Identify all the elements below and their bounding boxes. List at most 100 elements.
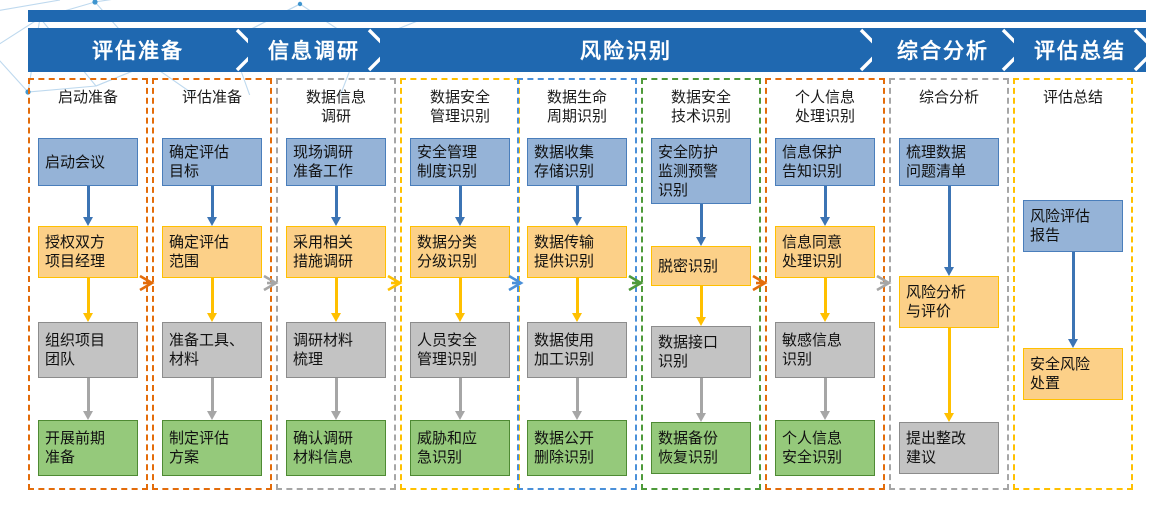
node-label: 风险分析 与评价 xyxy=(906,284,967,320)
process-node[interactable]: 信息保护 告知识别 xyxy=(775,138,875,186)
flow-connector-arrow xyxy=(696,204,706,246)
column-title: 数据生命 周期识别 xyxy=(546,89,607,125)
node-label: 授权双方 项目经理 xyxy=(45,234,106,270)
node-label: 威胁和应 急识别 xyxy=(417,430,478,466)
flow-connector-arrow xyxy=(83,278,93,322)
flow-connector-arrow xyxy=(944,328,954,422)
node-label: 确定评估 目标 xyxy=(169,144,230,180)
flow-connector-arrow xyxy=(572,186,582,226)
process-node[interactable]: 采用相关 措施调研 xyxy=(286,226,386,278)
node-label: 安全防护 监测预警 识别 xyxy=(658,143,719,199)
flow-connector-arrow xyxy=(696,378,706,422)
flow-connector-arrow xyxy=(83,378,93,420)
flow-connector-arrow xyxy=(572,278,582,322)
flow-connector-arrow xyxy=(820,186,830,226)
phase-label: 评估准备 xyxy=(92,40,184,63)
node-label: 确认调研 材料信息 xyxy=(293,430,354,466)
phase-label: 综合分析 xyxy=(897,40,989,63)
node-label: 调研材料 梳理 xyxy=(293,332,354,368)
process-node[interactable]: 脱密识别 xyxy=(651,246,751,286)
node-label: 确定评估 范围 xyxy=(169,234,230,270)
node-label: 安全管理 制度识别 xyxy=(417,144,478,180)
node-label: 采用相关 措施调研 xyxy=(293,234,354,270)
process-node[interactable]: 组织项目 团队 xyxy=(38,322,138,378)
process-node[interactable]: 梳理数据 问题清单 xyxy=(899,138,999,186)
process-node[interactable]: 威胁和应 急识别 xyxy=(410,420,510,476)
flow-connector-arrow xyxy=(207,378,217,420)
node-label: 人员安全 管理识别 xyxy=(417,332,478,368)
node-label: 数据传输 提供识别 xyxy=(534,234,595,270)
process-node[interactable]: 确定评估 范围 xyxy=(162,226,262,278)
column-title: 评估准备 xyxy=(181,89,242,106)
phase-segment-4[interactable]: 综合分析 xyxy=(872,28,1014,72)
process-node[interactable]: 人员安全 管理识别 xyxy=(410,322,510,378)
phase-label: 风险识别 xyxy=(580,40,672,63)
flow-connector-arrow xyxy=(207,186,217,226)
process-node[interactable]: 数据使用 加工识别 xyxy=(527,322,627,378)
process-node[interactable]: 准备工具、 材料 xyxy=(162,322,262,378)
process-node[interactable]: 敏感信息 识别 xyxy=(775,322,875,378)
process-node[interactable]: 风险评估 报告 xyxy=(1023,200,1123,252)
flow-connector-arrow xyxy=(455,186,465,226)
process-node[interactable]: 授权双方 项目经理 xyxy=(38,226,138,278)
column-transition-arrow xyxy=(628,273,650,293)
column-transition-arrow xyxy=(387,273,409,293)
process-node[interactable]: 现场调研 准备工作 xyxy=(286,138,386,186)
node-label: 提出整改 建议 xyxy=(906,430,967,466)
flow-connector-arrow xyxy=(455,378,465,420)
flow-connector-arrow xyxy=(83,186,93,226)
flow-connector-arrow xyxy=(820,278,830,322)
process-node[interactable]: 风险分析 与评价 xyxy=(899,276,999,328)
process-node[interactable]: 数据传输 提供识别 xyxy=(527,226,627,278)
node-label: 制定评估 方案 xyxy=(169,430,230,466)
phase-column-9: 评估总结 xyxy=(1013,78,1133,490)
node-label: 开展前期 准备 xyxy=(45,430,106,466)
process-node[interactable]: 确认调研 材料信息 xyxy=(286,420,386,476)
process-node[interactable]: 调研材料 梳理 xyxy=(286,322,386,378)
flow-connector-arrow xyxy=(820,378,830,420)
column-title: 数据安全 管理识别 xyxy=(429,89,490,125)
node-label: 数据公开 删除识别 xyxy=(534,430,595,466)
process-node[interactable]: 制定评估 方案 xyxy=(162,420,262,476)
process-node[interactable]: 数据收集 存储识别 xyxy=(527,138,627,186)
process-node[interactable]: 提出整改 建议 xyxy=(899,422,999,474)
column-title: 综合分析 xyxy=(918,89,979,106)
phase-segment-2[interactable]: 信息调研 xyxy=(248,28,380,72)
process-node[interactable]: 个人信息 安全识别 xyxy=(775,420,875,476)
process-node[interactable]: 数据公开 删除识别 xyxy=(527,420,627,476)
process-node[interactable]: 安全风险 处置 xyxy=(1023,348,1123,400)
node-label: 敏感信息 识别 xyxy=(782,332,843,368)
flow-connector-arrow xyxy=(696,286,706,326)
process-node[interactable]: 数据接口 识别 xyxy=(651,326,751,378)
process-node[interactable]: 确定评估 目标 xyxy=(162,138,262,186)
flow-connector-arrow xyxy=(572,378,582,420)
process-node[interactable]: 信息同意 处理识别 xyxy=(775,226,875,278)
node-label: 脱密识别 xyxy=(658,257,719,275)
column-transition-arrow xyxy=(263,273,285,293)
node-label: 启动会议 xyxy=(45,153,106,171)
node-label: 组织项目 团队 xyxy=(45,332,106,368)
process-node[interactable]: 开展前期 准备 xyxy=(38,420,138,476)
column-transition-arrow xyxy=(752,273,774,293)
column-transition-arrow xyxy=(876,273,898,293)
column-title: 数据安全 技术识别 xyxy=(670,89,731,125)
phase-segment-5[interactable]: 评估总结 xyxy=(1014,28,1146,72)
phase-label: 评估总结 xyxy=(1034,40,1126,63)
flow-connector-arrow xyxy=(331,378,341,420)
column-transition-arrow xyxy=(139,273,161,293)
phase-segment-1[interactable]: 评估准备 xyxy=(28,28,248,72)
process-node[interactable]: 数据分类 分级识别 xyxy=(410,226,510,278)
process-node[interactable]: 安全管理 制度识别 xyxy=(410,138,510,186)
process-node[interactable]: 数据备份 恢复识别 xyxy=(651,422,751,474)
node-label: 梳理数据 问题清单 xyxy=(906,144,967,180)
column-title: 个人信息 处理识别 xyxy=(794,89,855,125)
flow-connector-arrow xyxy=(207,278,217,322)
flow-connector-arrow xyxy=(1068,252,1078,348)
flow-connector-arrow xyxy=(944,186,954,276)
node-label: 数据备份 恢复识别 xyxy=(658,430,719,466)
process-node[interactable]: 安全防护 监测预警 识别 xyxy=(651,138,751,204)
node-label: 风险评估 报告 xyxy=(1030,208,1091,244)
phase-chevron-bar: 评估准备 信息调研 风险识别 综合分析 评估总结 xyxy=(28,28,1153,72)
process-node[interactable]: 启动会议 xyxy=(38,138,138,186)
phase-segment-3[interactable]: 风险识别 xyxy=(380,28,872,72)
